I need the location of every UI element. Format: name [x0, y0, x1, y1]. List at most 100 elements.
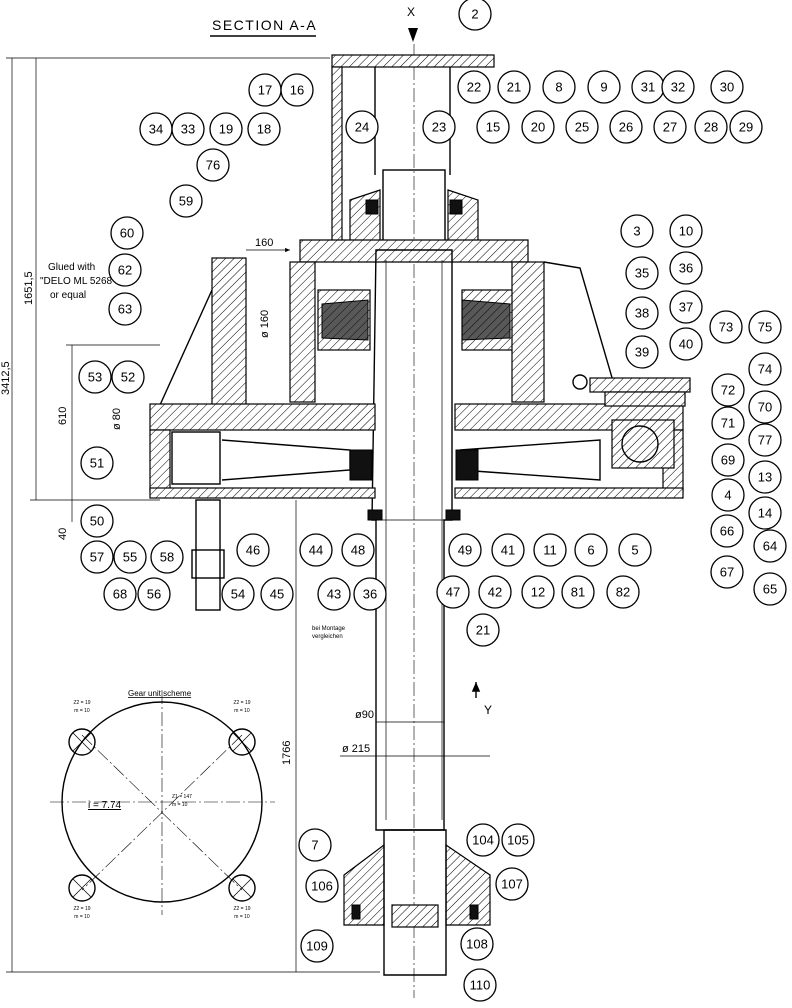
part-callout: 44 — [299, 533, 333, 567]
callout-circle — [661, 70, 695, 104]
part-callout: 72 — [711, 373, 745, 407]
top-cover-right-2 — [604, 391, 686, 407]
callout-circle — [653, 110, 687, 144]
callout-circle — [710, 555, 744, 589]
callout-circle — [533, 533, 567, 567]
callout-number: 82 — [616, 585, 630, 600]
callout-circle — [753, 572, 787, 606]
callout-number: 67 — [720, 565, 734, 580]
drain-fitting — [195, 499, 221, 611]
callout-circle — [669, 251, 703, 285]
callout-circle — [169, 184, 203, 218]
callout-circle — [345, 110, 379, 144]
part-callout: 41 — [491, 533, 525, 567]
callout-circle — [457, 70, 491, 104]
part-callout: 104 — [466, 823, 500, 857]
callout-circle — [298, 828, 332, 862]
part-callout: 26 — [609, 110, 643, 144]
lower-casing-left-wall — [149, 429, 171, 493]
callout-number: 60 — [120, 226, 134, 241]
callout-circle — [669, 327, 703, 361]
part-callout: 8 — [542, 70, 576, 104]
part-callout: 14 — [748, 496, 782, 530]
bearing-upper-r — [449, 199, 463, 215]
callout-circle — [501, 823, 535, 857]
part-callout: 19 — [209, 112, 243, 146]
lower-casing-bottom-r — [454, 487, 684, 499]
part-callout: 16 — [280, 73, 314, 107]
part-callout: 32 — [661, 70, 695, 104]
callout-number: 73 — [719, 320, 733, 335]
part-callout: 107 — [495, 867, 529, 901]
bottom-coupling-r — [445, 843, 491, 926]
bearing-upper-l — [365, 199, 379, 215]
callout-number: 7 — [311, 838, 318, 853]
glue-note-3: or equal — [50, 290, 86, 301]
callout-number: 9 — [600, 80, 607, 95]
callout-circle — [495, 867, 529, 901]
part-callout: 106 — [305, 869, 339, 903]
callout-circle — [606, 575, 640, 609]
main-shaft — [371, 249, 453, 831]
scheme-planet-gear — [68, 874, 96, 902]
scheme-planet-label: Z2 = 19 — [233, 700, 250, 706]
part-callout: 38 — [625, 296, 659, 330]
callout-number: 39 — [635, 345, 649, 360]
part-callout: 40 — [669, 327, 703, 361]
callout-number: 16 — [290, 83, 304, 98]
part-callout: 36 — [669, 251, 703, 285]
callout-number: 62 — [118, 263, 132, 278]
callout-circle — [260, 577, 294, 611]
scheme-planet-cross — [232, 878, 252, 898]
seal-right — [445, 509, 461, 521]
callout-number: 108 — [466, 937, 488, 952]
bottom-insert — [391, 904, 439, 928]
callout-number: 41 — [501, 543, 515, 558]
callout-circle — [669, 290, 703, 324]
part-callout: 20 — [521, 110, 555, 144]
callout-number: 35 — [635, 266, 649, 281]
axis-y-label: Y — [484, 703, 492, 717]
callout-number: 27 — [663, 120, 677, 135]
scheme-center-z: Z1 = 147 — [172, 794, 192, 800]
callout-number: 70 — [758, 400, 772, 415]
callout-number: 40 — [679, 337, 693, 352]
glue-note-1: Glued with — [48, 262, 95, 273]
part-callout: 66 — [710, 514, 744, 548]
part-callout: 75 — [748, 310, 782, 344]
callout-circle — [618, 533, 652, 567]
scheme-planet-gear — [68, 728, 96, 756]
callout-number: 74 — [758, 362, 772, 377]
part-callout: 46 — [236, 533, 270, 567]
part-callout: 77 — [748, 423, 782, 457]
callout-circle — [620, 214, 654, 248]
callout-circle — [299, 533, 333, 567]
callout-number: 13 — [758, 470, 772, 485]
callout-circle — [478, 575, 512, 609]
part-callout: 13 — [748, 460, 782, 494]
part-callout: 76 — [196, 148, 230, 182]
callout-circle — [625, 256, 659, 290]
callout-circle — [542, 70, 576, 104]
drain-fitting-mid — [191, 549, 225, 579]
callout-circle — [561, 575, 595, 609]
axis-x-label: X — [407, 5, 415, 19]
part-callout: 7 — [298, 828, 332, 862]
part-callout: 4 — [711, 478, 745, 512]
callout-circle — [422, 110, 456, 144]
callout-circle — [497, 70, 531, 104]
housing-right-cone — [543, 261, 621, 406]
input-tube-left — [331, 66, 343, 243]
planet-gear-right — [611, 419, 675, 469]
dim-dia90: ø90 — [355, 709, 374, 721]
callout-circle — [711, 373, 745, 407]
part-callout: 28 — [694, 110, 728, 144]
callout-number: 76 — [206, 158, 220, 173]
part-callout: 31 — [631, 70, 665, 104]
callout-circle — [113, 540, 147, 574]
callout-circle — [476, 110, 510, 144]
callout-circle — [710, 70, 744, 104]
callout-number: 38 — [635, 306, 649, 321]
